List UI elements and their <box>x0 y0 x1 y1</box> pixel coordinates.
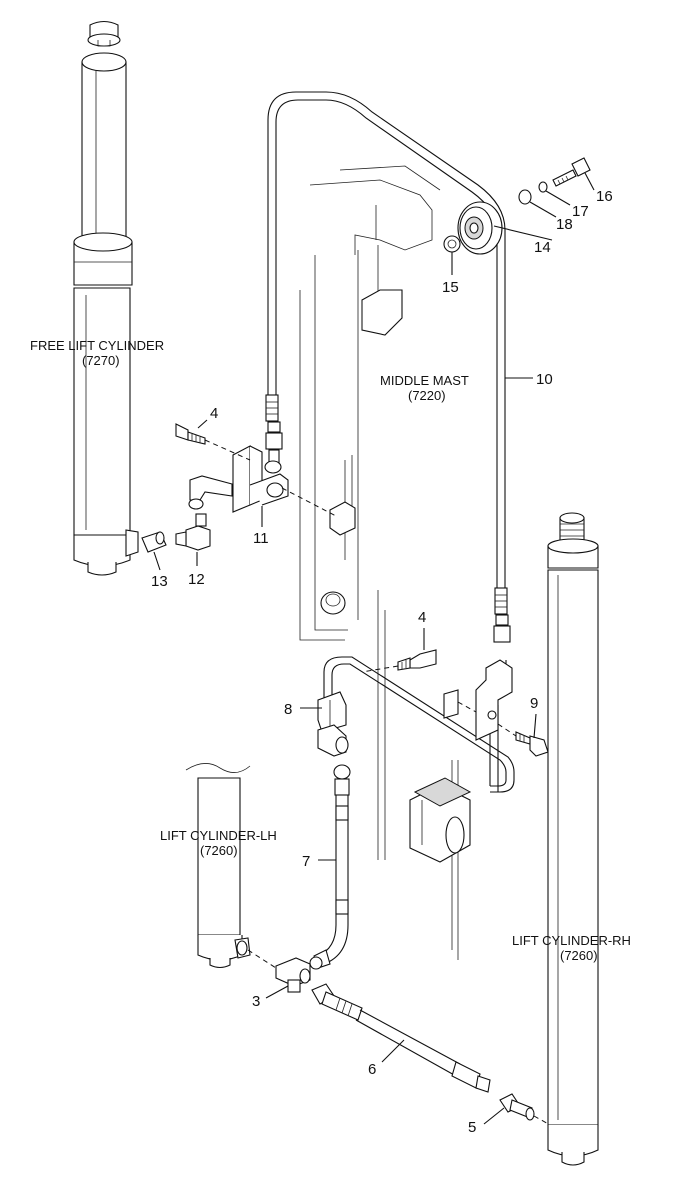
callout-15: 15 <box>442 279 459 296</box>
pulley-assembly <box>443 157 591 255</box>
callout-5: 5 <box>468 1119 476 1136</box>
bolt-9 <box>515 731 549 757</box>
callout-17: 17 <box>572 203 589 220</box>
callout-12: 12 <box>188 571 205 588</box>
fitting-5 <box>499 1093 535 1121</box>
hose-10 <box>265 91 511 643</box>
lift-cylinder-rh <box>547 512 599 1166</box>
middle-mast-label: MIDDLE MAST <box>380 373 469 388</box>
callout-4-upper: 4 <box>210 405 218 422</box>
bolt-4-lower-path <box>361 665 399 673</box>
bolt-4-upper <box>175 423 206 445</box>
hose-6 <box>311 983 491 1093</box>
lift-cylinder-rh-code: (7260) <box>560 948 598 963</box>
bracket-mount-path <box>281 487 337 517</box>
middle-mast <box>299 165 472 960</box>
free-lift-cylinder-label: FREE LIFT CYLINDER <box>30 338 164 353</box>
callout-leaders <box>153 172 595 1125</box>
callout-14: 14 <box>534 239 551 256</box>
callout-9: 9 <box>530 695 538 712</box>
tee-3-path <box>247 949 277 969</box>
hose-7 <box>309 764 351 970</box>
bolt-9-path <box>497 723 517 737</box>
callout-8: 8 <box>284 701 292 718</box>
bolt-4-lower <box>397 649 437 671</box>
free-lift-cylinder-code: (7270) <box>82 353 120 368</box>
callout-7: 7 <box>302 853 310 870</box>
lift-cylinder-lh <box>185 763 251 969</box>
middle-mast-code: (7220) <box>408 388 446 403</box>
lift-cylinder-lh-label: LIFT CYLINDER-LH <box>160 828 277 843</box>
fitting-5-path <box>533 1115 553 1127</box>
bracket-plate-path <box>457 701 477 713</box>
callout-10: 10 <box>536 371 553 388</box>
fitting-13 <box>141 531 167 553</box>
free-lift-cylinder <box>73 20 139 576</box>
callout-3: 3 <box>252 993 260 1010</box>
callout-13: 13 <box>151 573 168 590</box>
lift-cylinder-lh-code: (7260) <box>200 843 238 858</box>
fitting-12 <box>175 513 211 551</box>
callout-6: 6 <box>368 1061 376 1078</box>
bracket-9-plate <box>443 659 513 741</box>
callout-18: 18 <box>556 216 573 233</box>
callout-16: 16 <box>596 188 613 205</box>
callout-4-lower: 4 <box>418 609 426 626</box>
bracket-11 <box>188 445 289 513</box>
callout-11: 11 <box>253 530 269 547</box>
lift-cylinder-rh-label: LIFT CYLINDER-RH <box>512 933 631 948</box>
tee-fitting-3 <box>275 957 311 993</box>
